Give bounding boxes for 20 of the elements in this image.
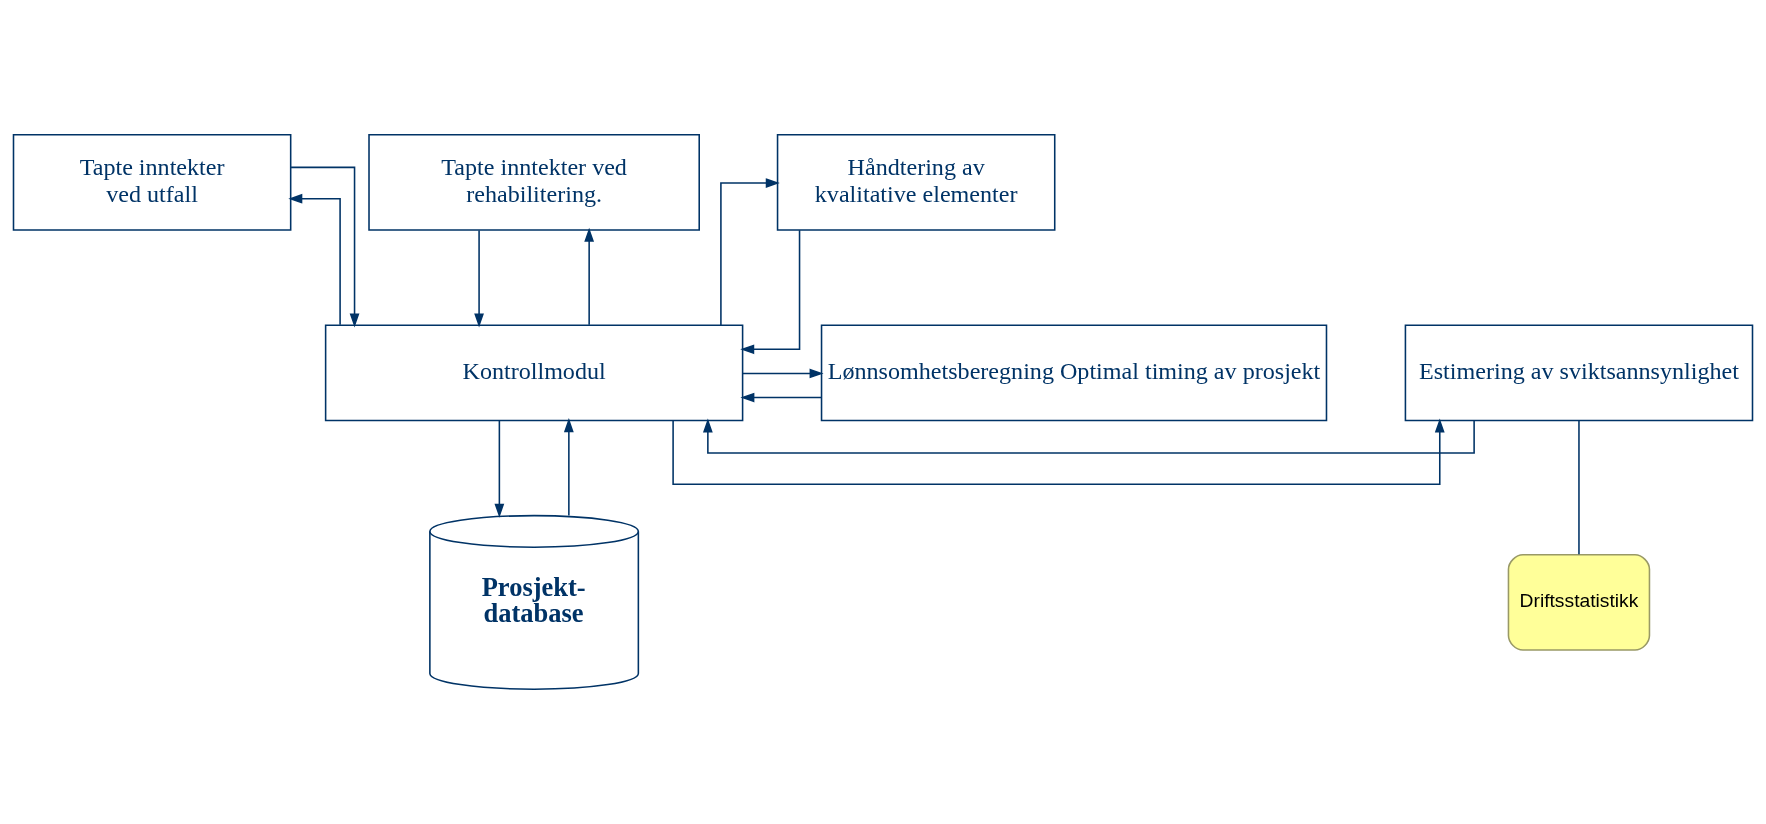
- arrow: [584, 227, 595, 326]
- arrow: [474, 229, 484, 328]
- arrow: [742, 368, 824, 379]
- connector: [1578, 419, 1580, 556]
- arrow: [702, 418, 1475, 454]
- arrow: [740, 392, 823, 403]
- node-box: Driftsstatistikk: [1507, 554, 1651, 651]
- arrow: [288, 193, 341, 326]
- arrow: [563, 418, 574, 517]
- arrow: [494, 420, 505, 518]
- node-box: Estimering av sviktsannsynlighet: [1404, 324, 1754, 422]
- node-box: Kontrollmodul: [324, 324, 744, 422]
- arrow: [740, 229, 801, 355]
- arrow: [720, 178, 780, 326]
- node-box: Tapte inntekter ved rehabilitering.: [368, 134, 700, 231]
- arrow: [290, 166, 360, 328]
- node-box: Lønnsomhetsberegning Optimal timing av prosjekt: [820, 324, 1328, 422]
- node-box: Tapte inntekter ved utfall: [12, 134, 292, 231]
- arrow: [672, 418, 1445, 486]
- node-box: Håndtering av kvalitative elementer: [776, 134, 1056, 231]
